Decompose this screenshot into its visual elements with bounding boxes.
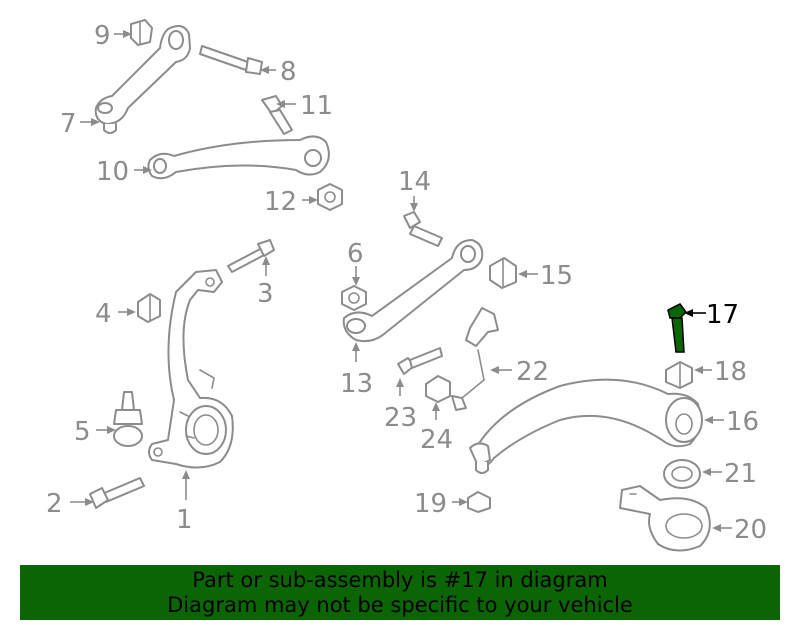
part-9-nut[interactable] bbox=[130, 19, 153, 46]
part-15-nut[interactable] bbox=[489, 257, 517, 289]
callout-1: 1 bbox=[176, 505, 193, 535]
part-1-knuckle[interactable] bbox=[148, 269, 234, 469]
part-16-arm[interactable] bbox=[469, 378, 703, 474]
part-7-upper-arm[interactable] bbox=[94, 25, 191, 134]
banner-line-2: Diagram may not be specific to your vehi… bbox=[167, 593, 633, 617]
part-20-bracket[interactable] bbox=[619, 485, 711, 552]
callout-2: 2 bbox=[46, 489, 63, 519]
part-2-bolt[interactable] bbox=[89, 477, 145, 509]
callout-8: 8 bbox=[280, 57, 297, 87]
callout-15: 15 bbox=[540, 261, 573, 291]
parts-diagram: 1 2 3 4 5 6 7 8 9 10 11 12 13 14 15 bbox=[46, 19, 767, 552]
banner-line-1: Part or sub-assembly is #17 in diagram bbox=[192, 568, 608, 592]
part-13-arm[interactable] bbox=[342, 239, 484, 343]
part-22-sensor[interactable] bbox=[451, 307, 499, 411]
callout-14: 14 bbox=[398, 167, 431, 197]
callout-5: 5 bbox=[74, 417, 91, 447]
callout-17: 17 bbox=[706, 300, 739, 330]
part-3-bolt[interactable] bbox=[227, 239, 275, 273]
callout-18: 18 bbox=[714, 357, 747, 387]
part-24-nut[interactable] bbox=[425, 375, 451, 403]
callout-10: 10 bbox=[96, 157, 129, 187]
callout-24: 24 bbox=[420, 425, 453, 455]
part-19-nut[interactable] bbox=[467, 491, 491, 513]
callout-11: 11 bbox=[300, 91, 333, 121]
callout-23: 23 bbox=[384, 403, 417, 433]
info-banner: Part or sub-assembly is #17 in diagram D… bbox=[20, 565, 780, 620]
callout-22: 22 bbox=[516, 357, 549, 387]
callout-16: 16 bbox=[726, 407, 759, 437]
part-10-arm[interactable] bbox=[147, 135, 330, 180]
part-14-bolt[interactable] bbox=[403, 211, 443, 247]
part-17-bolt[interactable] bbox=[667, 303, 687, 353]
callout-13: 13 bbox=[340, 369, 373, 399]
callout-21: 21 bbox=[724, 459, 757, 489]
callout-12: 12 bbox=[264, 187, 297, 217]
part-5-ball-joint[interactable] bbox=[113, 391, 143, 447]
callout-19: 19 bbox=[414, 489, 447, 519]
part-12-nut[interactable] bbox=[317, 183, 343, 211]
part-21-bushing[interactable] bbox=[663, 459, 701, 489]
callout-4: 4 bbox=[95, 299, 112, 329]
callout-6: 6 bbox=[347, 239, 364, 269]
callout-7: 7 bbox=[60, 109, 77, 139]
callout-9: 9 bbox=[94, 21, 111, 51]
part-23-bolt[interactable] bbox=[397, 347, 443, 375]
part-18-nut[interactable] bbox=[665, 361, 693, 389]
part-4-nut[interactable] bbox=[137, 293, 161, 323]
part-11-bolt[interactable] bbox=[261, 95, 293, 135]
callout-3: 3 bbox=[257, 279, 274, 309]
part-8-bolt[interactable] bbox=[199, 45, 263, 75]
callout-20: 20 bbox=[734, 515, 767, 545]
part-6-nut[interactable] bbox=[341, 285, 367, 311]
